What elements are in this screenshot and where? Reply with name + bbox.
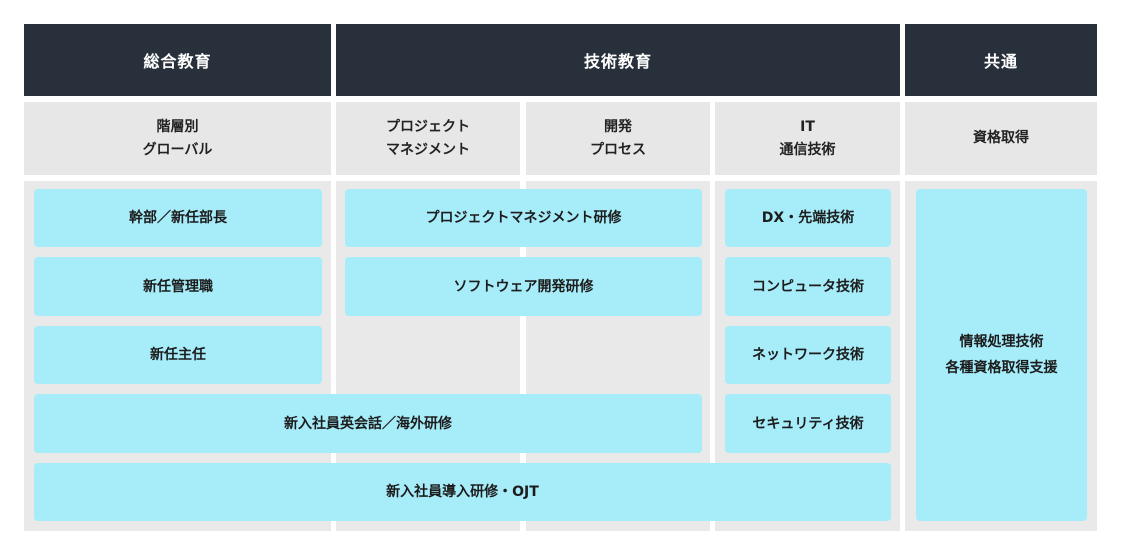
program-certification-support: 情報処理技術 各種資格取得支援: [916, 189, 1087, 521]
subheader-development-process: 開発 プロセス: [526, 102, 710, 175]
subheader-it-communication: IT 通信技術: [715, 102, 900, 175]
subheader-certification: 資格取得: [905, 102, 1097, 175]
program-dx-advanced-tech: DX・先端技術: [725, 189, 891, 247]
program-onboarding-ojt: 新入社員導入研修・OJT: [34, 463, 891, 521]
header-technical-education: 技術教育: [336, 24, 900, 96]
program-computer-tech: コンピュータ技術: [725, 257, 891, 316]
program-executives: 幹部／新任部長: [34, 189, 322, 247]
program-project-management-training: プロジェクトマネジメント研修: [345, 189, 702, 247]
header-general-education: 総合教育: [24, 24, 331, 96]
header-common: 共通: [905, 24, 1097, 96]
subheader-project-management: プロジェクト マネジメント: [336, 102, 520, 175]
program-new-chiefs: 新任主任: [34, 326, 322, 384]
program-software-development-training: ソフトウェア開発研修: [345, 257, 702, 316]
program-network-tech: ネットワーク技術: [725, 326, 891, 384]
program-security-tech: セキュリティ技術: [725, 394, 891, 453]
program-english-overseas-training: 新入社員英会話／海外研修: [34, 394, 702, 453]
program-new-managers: 新任管理職: [34, 257, 322, 316]
subheader-hierarchy-global: 階層別 グローバル: [24, 102, 331, 175]
